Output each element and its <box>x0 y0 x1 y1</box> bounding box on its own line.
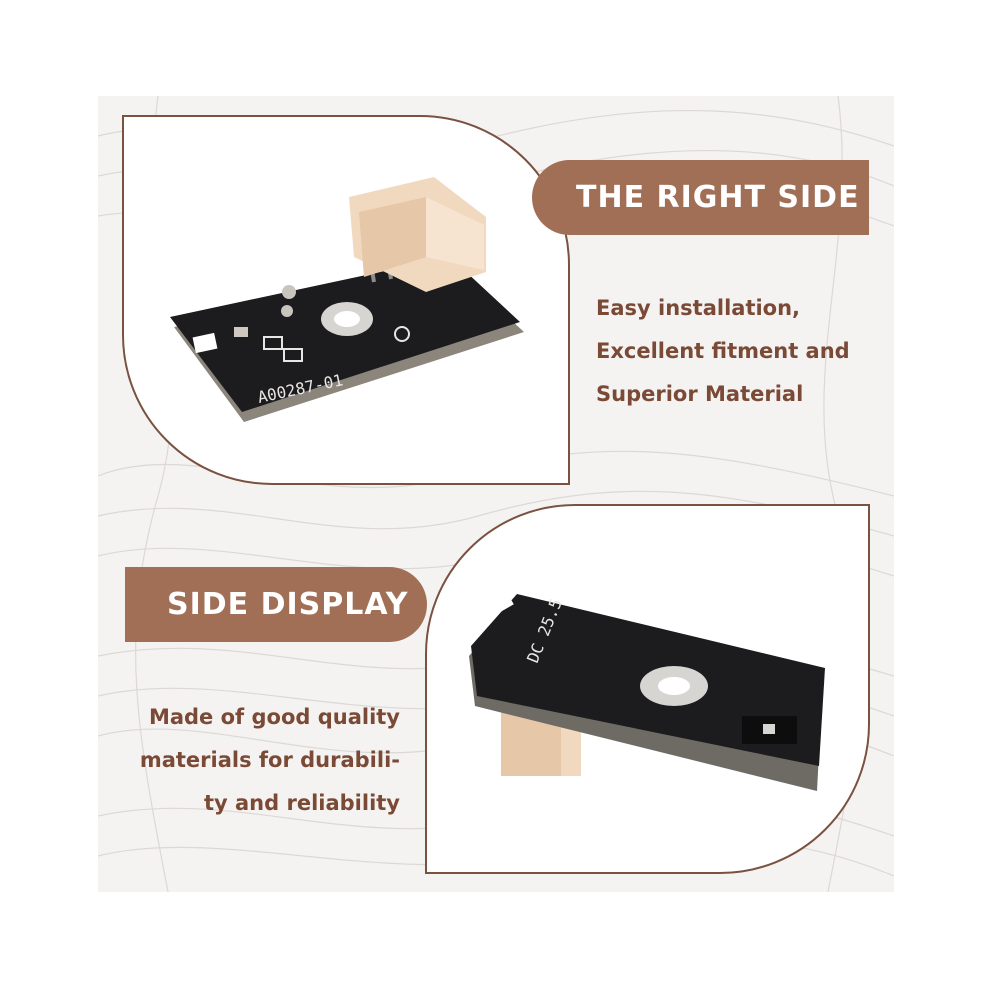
description-line: Excellent fitment and <box>596 339 850 363</box>
banner-the-right-side: THE RIGHT SIDE <box>532 160 869 235</box>
pcb-board-top-view: A00287-01 <box>170 177 524 422</box>
description-line: ty and reliability <box>203 791 400 815</box>
description-line: Superior Material <box>596 382 804 406</box>
description-line: Made of good quality <box>148 705 400 729</box>
description-right-side: Easy installation, Excellent fitment and… <box>596 287 850 416</box>
banner-side-display: SIDE DISPLAY <box>125 567 427 642</box>
bottom-product-panel: DC 25.5 <box>425 504 870 874</box>
top-product-panel: A00287-01 <box>122 115 570 485</box>
description-line: materials for durabili- <box>139 748 400 772</box>
description-side-display: Made of good quality materials for durab… <box>110 696 400 825</box>
description-line: Easy installation, <box>596 296 801 320</box>
pcb-board-side-view: DC 25.5 <box>469 588 825 791</box>
